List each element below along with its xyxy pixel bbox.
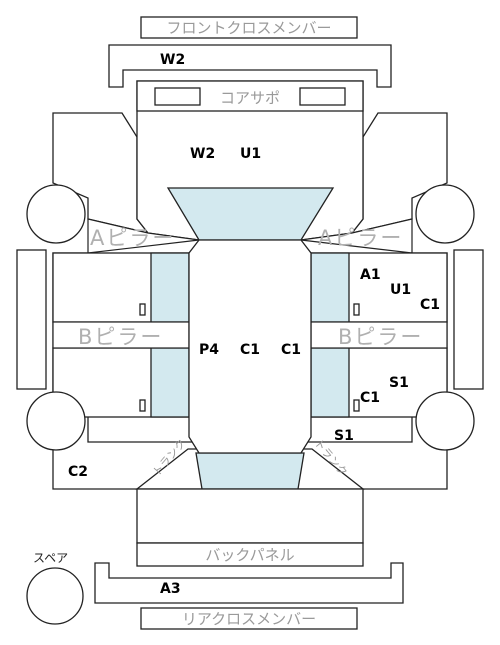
right-front-door-handle: [353, 303, 360, 316]
front-bumper-outline: [108, 44, 392, 88]
b-pillar-right: [310, 321, 448, 349]
left-front-door-window: [150, 252, 190, 323]
roof-panel: [188, 239, 312, 454]
rear-right-wheel: [415, 391, 475, 451]
front-right-wheel: [415, 184, 475, 244]
rear-bumper-code: A3: [160, 581, 181, 597]
roof-code-1: P4: [199, 342, 219, 358]
hood-code-1: W2: [190, 146, 215, 162]
rear-deck-panel: [136, 488, 364, 544]
right-rear-door-handle: [353, 399, 360, 412]
front-cross-member-label: フロントクロスメンバー: [166, 19, 331, 37]
right-rear-door-window: [310, 347, 350, 418]
right-rear-quarter-code: S1: [334, 428, 354, 444]
left-rear-door-handle: [139, 399, 146, 412]
spare-label: スペア: [33, 551, 68, 565]
rear-left-wheel: [26, 391, 86, 451]
a-pillar-left-label: Aピラー: [90, 226, 175, 250]
right-front-door-code-2: U1: [390, 282, 411, 298]
back-panel-label: バックパネル: [205, 546, 294, 564]
b-pillar-left-label: Bピラー: [78, 325, 163, 349]
rear-cross-member-box: [140, 607, 358, 630]
rear-cross-member-label: リアクロスメンバー: [182, 610, 316, 628]
roof-code-3: C1: [281, 342, 301, 358]
front-bumper-code: W2: [160, 52, 185, 68]
right-front-door-code-3: C1: [420, 297, 440, 313]
right-rear-door-code-2: C1: [360, 390, 380, 406]
b-pillar-right-label: Bピラー: [338, 325, 423, 349]
left-side-sill: [16, 249, 47, 390]
right-rear-door-code-1: S1: [389, 375, 409, 391]
back-panel-box: [136, 542, 364, 567]
right-front-door-code-1: A1: [360, 267, 381, 283]
core-support-label: コアサポ: [220, 89, 280, 107]
front-cross-member-box: [140, 16, 358, 39]
core-support-left-block: [154, 87, 201, 106]
left-rear-quarter-code: C2: [68, 464, 88, 480]
left-front-door-handle: [139, 303, 146, 316]
roof-code-2: C1: [240, 342, 260, 358]
front-left-wheel: [26, 184, 86, 244]
right-front-door-window: [310, 252, 350, 323]
rear-window: [195, 452, 305, 490]
left-rear-door-window: [150, 347, 190, 418]
rear-bumper-outline: [94, 562, 404, 604]
spare-tire: [26, 567, 84, 625]
core-support-right-block: [299, 87, 346, 106]
hood-code-2: U1: [240, 146, 261, 162]
a-pillar-right-label: Aピラー: [318, 226, 403, 250]
right-side-sill: [453, 249, 484, 390]
